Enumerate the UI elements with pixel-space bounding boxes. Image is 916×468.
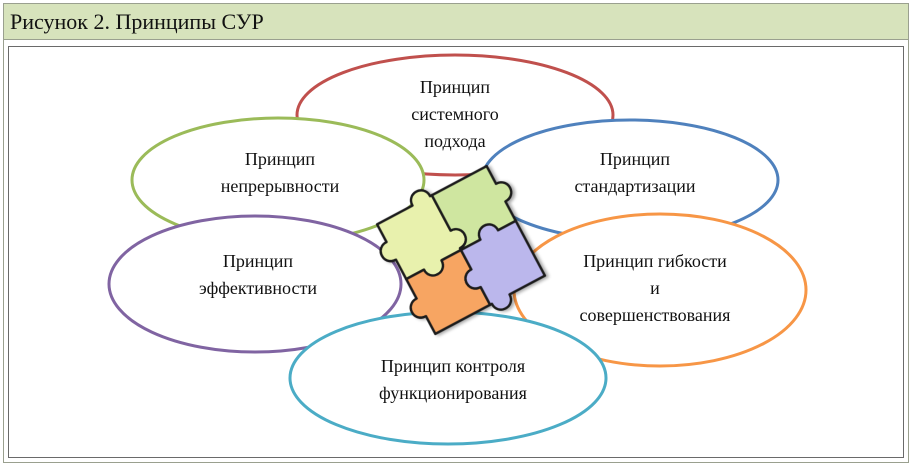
label-standardization: Принцип стандартизации — [574, 149, 696, 196]
figure-caption: Рисунок 2. Принципы СУР — [4, 4, 908, 40]
figure-body — [8, 46, 904, 458]
ellipse-efficiency — [107, 214, 403, 354]
label-continuity: Принцип непрерывности — [220, 149, 340, 196]
label-flexibility: Принцип гибкости и совершенствования — [579, 251, 731, 325]
label-efficiency: Принцип эффективности — [199, 251, 317, 298]
puzzle-piece-purple — [459, 219, 547, 311]
label-systemic: Принцип системного подхода — [411, 77, 499, 151]
label-control: Принцип контроля функционирования — [379, 356, 527, 403]
puzzle-icon — [375, 164, 547, 336]
